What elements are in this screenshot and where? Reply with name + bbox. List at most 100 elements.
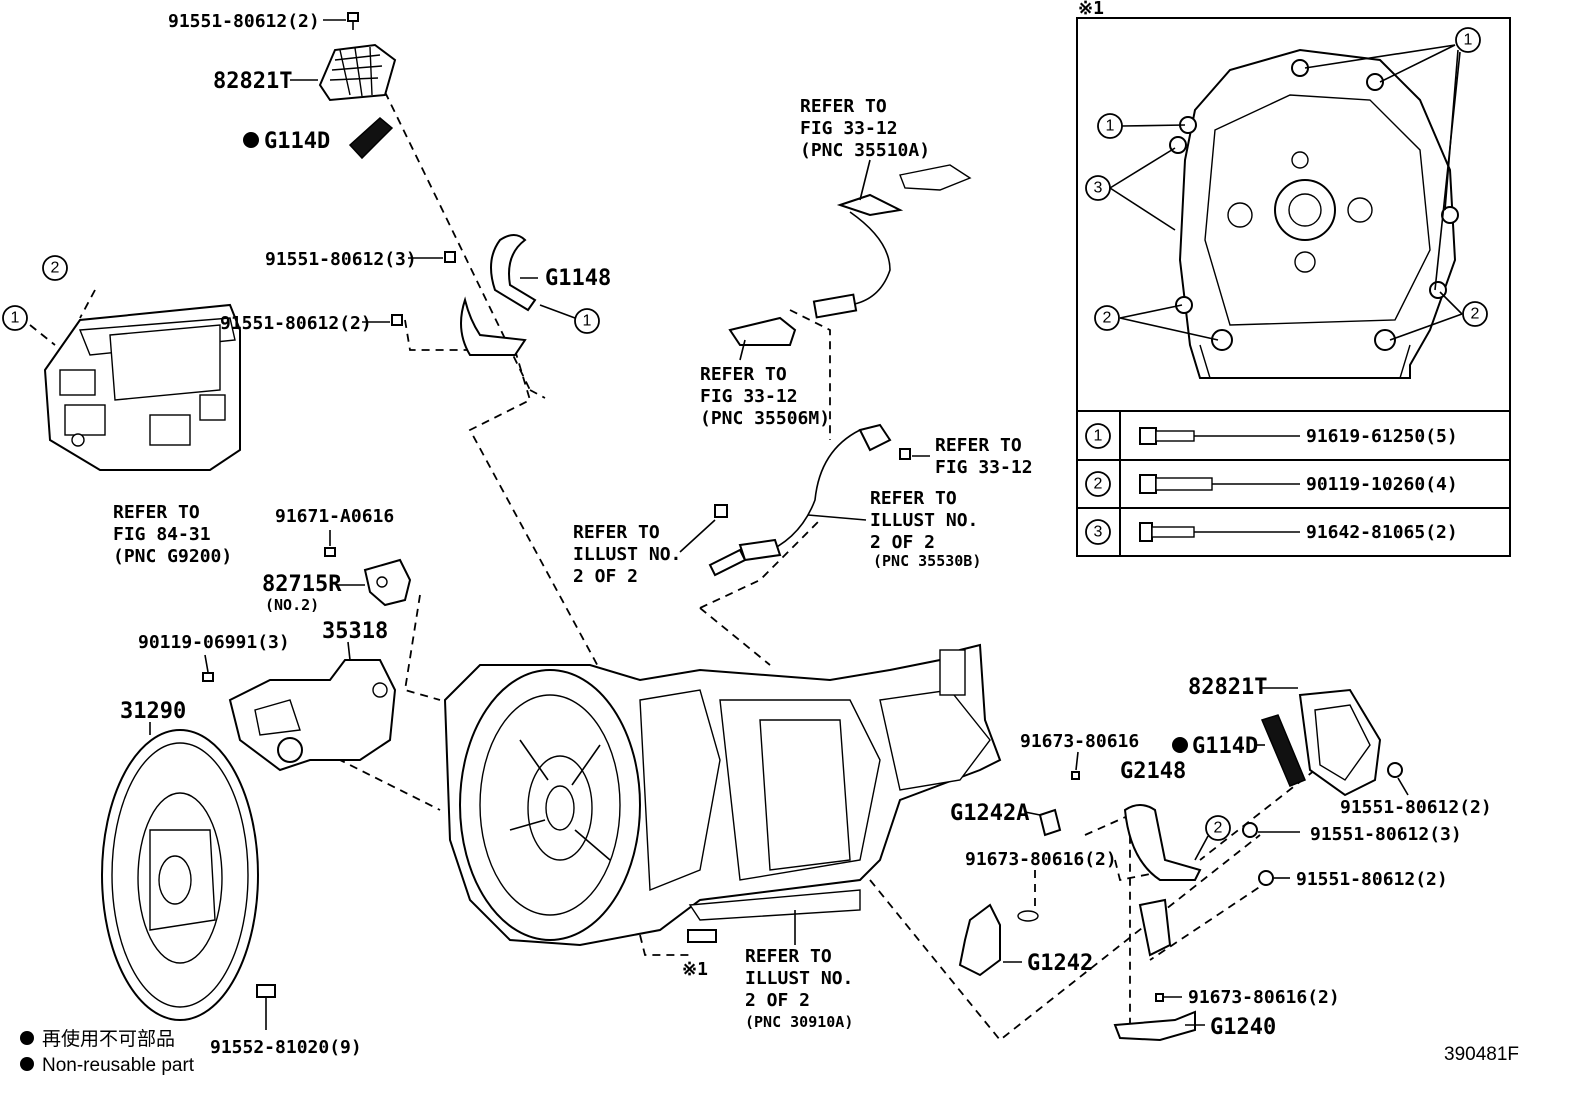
label-refer-fig: FIG 84-31 xyxy=(113,524,211,545)
connector-bracket xyxy=(1138,898,1172,957)
label-G1148: G1148 xyxy=(545,266,611,291)
label-refer-to: REFER TO xyxy=(935,435,1022,456)
label-refer-illust: ILLUST NO. xyxy=(870,510,978,531)
label-G114D-right: G114D xyxy=(1192,734,1258,759)
label-91551-80612-3-mid: 91551-80612(3) xyxy=(265,249,417,270)
label-91671-A0616: 91671-A0616 xyxy=(275,506,394,527)
svg-text:3: 3 xyxy=(1094,180,1103,197)
label-91673-80616: 91673-80616 xyxy=(1020,731,1139,752)
svg-text:2: 2 xyxy=(1103,310,1112,327)
label-82715R: 82715R xyxy=(262,572,342,597)
transmission-assembly xyxy=(443,643,1002,947)
svg-text:1: 1 xyxy=(1094,428,1103,445)
callout-1-g1148: 1 xyxy=(539,304,600,334)
hose-G1148 xyxy=(460,234,537,356)
callout-2-left: 2 xyxy=(42,255,68,281)
label-82715R-note: (NO.2) xyxy=(265,596,319,614)
label-91551-80612-3-right: 91551-80612(3) xyxy=(1310,824,1462,845)
label-refer-to: REFER TO xyxy=(113,502,200,523)
legend-jp: 再使用不可部品 xyxy=(42,1028,175,1050)
non-reusable-mark xyxy=(20,1057,34,1071)
svg-text:1: 1 xyxy=(1106,118,1115,135)
svg-text:1: 1 xyxy=(1464,32,1473,49)
gasket-G114D-right xyxy=(1260,714,1306,787)
label-refer-to: REFER TO xyxy=(870,488,957,509)
label-refer-fig: FIG 33-12 xyxy=(700,386,798,407)
bolt-table-row: 2 90119-10260(4) xyxy=(1085,471,1458,497)
label-leaders xyxy=(149,19,1409,1026)
label-91551-80612-2-right: 91551-80612(2) xyxy=(1340,797,1492,818)
svg-text:91619-61250(5): 91619-61250(5) xyxy=(1306,426,1458,447)
label-91552-81020-9: 91552-81020(9) xyxy=(210,1037,362,1058)
svg-text:90119-10260(4): 90119-10260(4) xyxy=(1306,474,1458,495)
label-82821T-top: 82821T xyxy=(213,69,292,94)
cover-82821T-right xyxy=(1298,688,1403,797)
label-refer-illust: ILLUST NO. xyxy=(745,968,853,989)
label-91673-80616-2-b: 91673-80616(2) xyxy=(1188,987,1340,1008)
detail-box-x1: 1 1 3 2 2 xyxy=(1076,17,1511,557)
bolt-91551-mid xyxy=(391,251,456,326)
label-refer-pnc: (PNC 35530B) xyxy=(873,552,981,570)
label-G2148: G2148 xyxy=(1120,759,1186,784)
svg-text:1: 1 xyxy=(583,313,592,330)
figure-code: 390481F xyxy=(1444,1044,1519,1065)
label-31290: 31290 xyxy=(120,699,186,724)
label-refer-page: 2 OF 2 xyxy=(870,532,935,553)
label-G1242A: G1242A xyxy=(950,801,1029,826)
label-refer-pnc: (PNC 30910A) xyxy=(745,1013,853,1031)
label-91551-80612-2-right2: 91551-80612(2) xyxy=(1296,869,1448,890)
label-refer-pnc: (PNC 35510A) xyxy=(800,140,930,161)
label-x1-mark: ※1 xyxy=(682,959,708,980)
label-91673-80616-2: 91673-80616(2) xyxy=(965,849,1117,870)
non-reusable-mark xyxy=(20,1031,34,1045)
label-refer-page: 2 OF 2 xyxy=(573,566,638,587)
bolt-table: 1 91619-61250(5) 2 90119-10260(4) 3 9164… xyxy=(1085,423,1458,545)
label-refer-pnc: (PNC G9200) xyxy=(113,546,232,567)
flywheel-31290 xyxy=(101,729,276,1030)
bracket-35318 xyxy=(202,659,397,772)
part-labels: 91551-80612(2) 82821T G114D 91551-80612(… xyxy=(113,0,1492,1058)
bolt-table-row: 1 91619-61250(5) xyxy=(1085,423,1458,449)
label-90119-06991-3: 90119-06991(3) xyxy=(138,632,290,653)
non-reusable-mark xyxy=(243,132,259,148)
callout-2-g2148: 2 xyxy=(1194,815,1231,861)
inverter-assembly xyxy=(43,303,241,471)
label-refer-fig: FIG 33-12 xyxy=(935,457,1033,478)
legend-en: Non-reusable part xyxy=(42,1055,195,1076)
bracket-82715R xyxy=(324,547,412,607)
bracket-G1242A xyxy=(1038,771,1080,837)
label-G1242: G1242 xyxy=(1027,951,1093,976)
svg-text:91642-81065(2): 91642-81065(2) xyxy=(1306,522,1458,543)
callout-1-left: 1 xyxy=(2,305,28,331)
label-35318: 35318 xyxy=(322,619,388,644)
bolt-table-row: 3 91642-81065(2) xyxy=(1085,519,1458,545)
bracket-G1240 xyxy=(1113,993,1196,1042)
label-refer-to: REFER TO xyxy=(800,96,887,117)
label-refer-fig: FIG 33-12 xyxy=(800,118,898,139)
bolt-91551-top xyxy=(347,12,359,30)
svg-text:3: 3 xyxy=(1094,524,1103,541)
label-G114D-top: G114D xyxy=(264,129,330,154)
label-91551-80612-2-top: 91551-80612(2) xyxy=(168,11,320,32)
label-91551-80612-2-mid: 91551-80612(2) xyxy=(220,313,372,334)
label-82821T-right: 82821T xyxy=(1188,675,1267,700)
svg-text:1: 1 xyxy=(11,310,20,327)
label-refer-illust: ILLUST NO. xyxy=(573,544,681,565)
svg-text:2: 2 xyxy=(1471,306,1480,323)
gasket-G114D-top xyxy=(348,117,394,160)
cover-82821T-top xyxy=(318,43,397,102)
legend: 再使用不可部品 Non-reusable part xyxy=(20,1028,195,1076)
label-refer-page: 2 OF 2 xyxy=(745,990,810,1011)
label-refer-to: REFER TO xyxy=(573,522,660,543)
tube-G2148 xyxy=(1123,804,1274,886)
label-G1240: G1240 xyxy=(1210,1015,1276,1040)
bracket-G1242 xyxy=(958,903,1039,977)
svg-text:2: 2 xyxy=(51,260,60,277)
label-x1-box: ※1 xyxy=(1078,0,1104,19)
label-refer-pnc: (PNC 35506M) xyxy=(700,408,830,429)
label-refer-to: REFER TO xyxy=(745,946,832,967)
shift-cable xyxy=(708,164,972,577)
label-refer-to: REFER TO xyxy=(700,364,787,385)
svg-text:2: 2 xyxy=(1094,476,1103,493)
